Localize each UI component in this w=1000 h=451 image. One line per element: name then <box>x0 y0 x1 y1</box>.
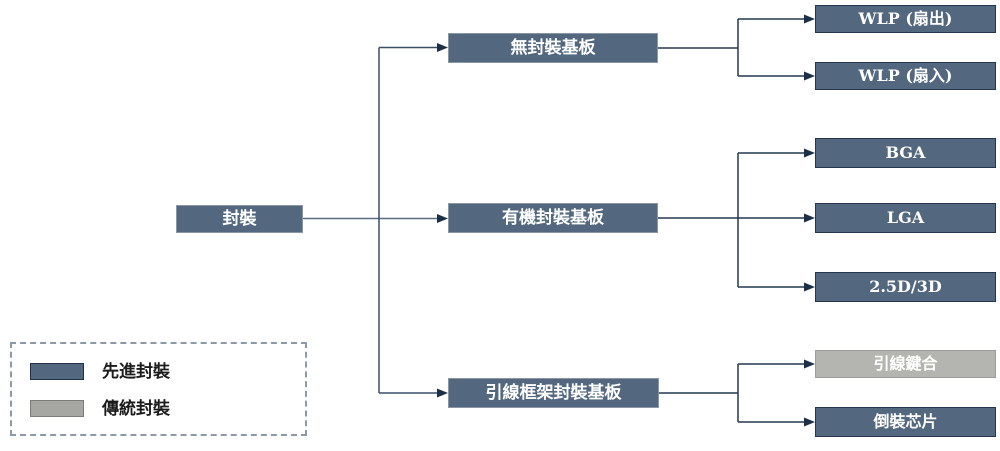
legend-label-traditional: 傳統封裝 <box>102 399 170 419</box>
tree-leaf-25d-3d: 2.5D/3D <box>815 272 996 302</box>
arrow-leadframe <box>437 388 448 398</box>
arrow-bare <box>437 43 448 52</box>
tree-leaf-wlp-fanin: WLP (扇入) <box>815 62 996 90</box>
tree-leaf-wlp-fanout: WLP (扇出) <box>815 5 996 33</box>
tree-node-leadframe-substrate: 引線框架封裝基板 <box>448 378 659 408</box>
tree-leaf-bga: BGA <box>815 138 996 168</box>
arrow-wlp-fanin <box>804 71 815 81</box>
legend-swatch-advanced <box>30 363 84 380</box>
tree-node-bare-substrate: 無封裝基板 <box>448 33 658 63</box>
arrow-flipchip <box>804 417 815 427</box>
arrow-wirebond <box>804 359 815 369</box>
arrow-25d3d <box>804 282 815 292</box>
tree-leaf-flip-chip: 倒裝芯片 <box>815 407 996 437</box>
tree-leaf-lga: LGA <box>815 203 996 233</box>
arrow-lga <box>804 213 815 223</box>
legend-box: 先進封裝 傳統封裝 <box>10 342 307 436</box>
tree-node-organic-substrate: 有機封裝基板 <box>448 203 658 233</box>
legend-label-advanced: 先進封裝 <box>102 362 170 382</box>
tree-node-root: 封裝 <box>176 205 303 233</box>
arrow-bga <box>804 148 815 158</box>
arrow-organic <box>437 214 448 223</box>
arrow-wlp-fanout <box>804 14 815 24</box>
tree-leaf-wire-bonding: 引線鍵合 <box>815 350 996 378</box>
legend-swatch-traditional <box>30 400 84 417</box>
